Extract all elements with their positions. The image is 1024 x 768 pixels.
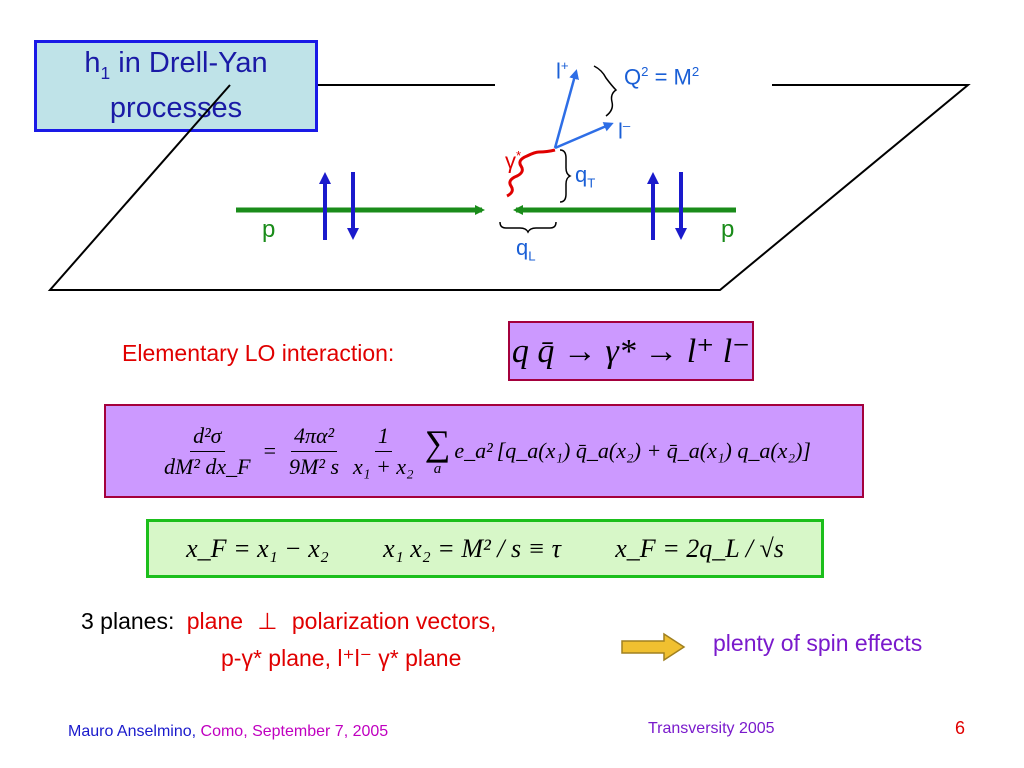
title-box: h1 in Drell-Yan processes xyxy=(34,40,318,132)
title-line1: h1 in Drell-Yan xyxy=(84,47,268,83)
l-minus-line xyxy=(554,122,614,150)
photon-line xyxy=(506,148,556,198)
kinematics-box: x_F = x₁ − x₂ x₁ x₂ = M² / s ≡ τ x_F = 2… xyxy=(146,519,824,578)
qt-brace xyxy=(559,149,572,203)
footer-event: Transversity 2005 xyxy=(648,720,775,737)
plane-outline-left xyxy=(47,84,971,291)
p-right-label: p xyxy=(721,216,735,243)
l-minus-label: l– xyxy=(618,118,631,144)
planes-line2: p-γ* plane, l⁺l⁻ γ* plane xyxy=(221,645,462,671)
gamma-star-label: γ* xyxy=(505,148,522,174)
pdf-bracket: [q_a(x₁) q̄_a(x₂) + q̄_a(x₁) q_a(x₂)] xyxy=(496,438,811,463)
xf-ql-relation: x_F = 2q_L / √s xyxy=(615,533,784,563)
interaction-formula-box: q q̄ → γ* → l⁺ l⁻ xyxy=(508,321,754,381)
planes-line1: 3 planes: plane ⊥ polarization vectors, xyxy=(81,608,497,634)
l-plus-label: l+ xyxy=(556,58,569,84)
charge-term: e_a² xyxy=(454,438,493,463)
conclusion-text: plenty of spin effects xyxy=(713,630,923,656)
interaction-label: Elementary LO interaction: xyxy=(122,340,395,366)
qt-label: qT xyxy=(575,162,596,191)
q2-brace xyxy=(593,65,618,117)
tau-definition: x₁ x₂ = M² / s ≡ τ xyxy=(383,533,561,563)
ql-brace xyxy=(499,221,557,234)
interaction-formula: q q̄ → γ* → l⁺ l⁻ xyxy=(511,333,751,370)
cross-section-box: d²σ dM² dx_F = 4πα² 9M² s 1 x₁ + x₂ ∑ a … xyxy=(104,404,864,498)
l-plus-line xyxy=(553,69,579,149)
footer-author: Mauro Anselmino, Como, September 7, 2005 xyxy=(68,723,389,740)
xf-definition: x_F = x₁ − x₂ xyxy=(186,533,329,563)
p-left-label: p xyxy=(262,216,276,243)
coupling-fraction: 4πα² 9M² s xyxy=(289,422,340,479)
x-fraction: 1 x₁ + x₂ xyxy=(353,422,414,479)
q2-label: Q2 = M2 xyxy=(624,64,700,90)
lhs-fraction: d²σ dM² dx_F xyxy=(164,422,251,479)
drell-yan-diagram xyxy=(47,65,971,291)
sum-symbol: ∑ a xyxy=(424,422,451,477)
page-number: 6 xyxy=(955,718,966,738)
right-arrow-icon xyxy=(621,632,686,662)
ql-label: qL xyxy=(516,235,536,264)
